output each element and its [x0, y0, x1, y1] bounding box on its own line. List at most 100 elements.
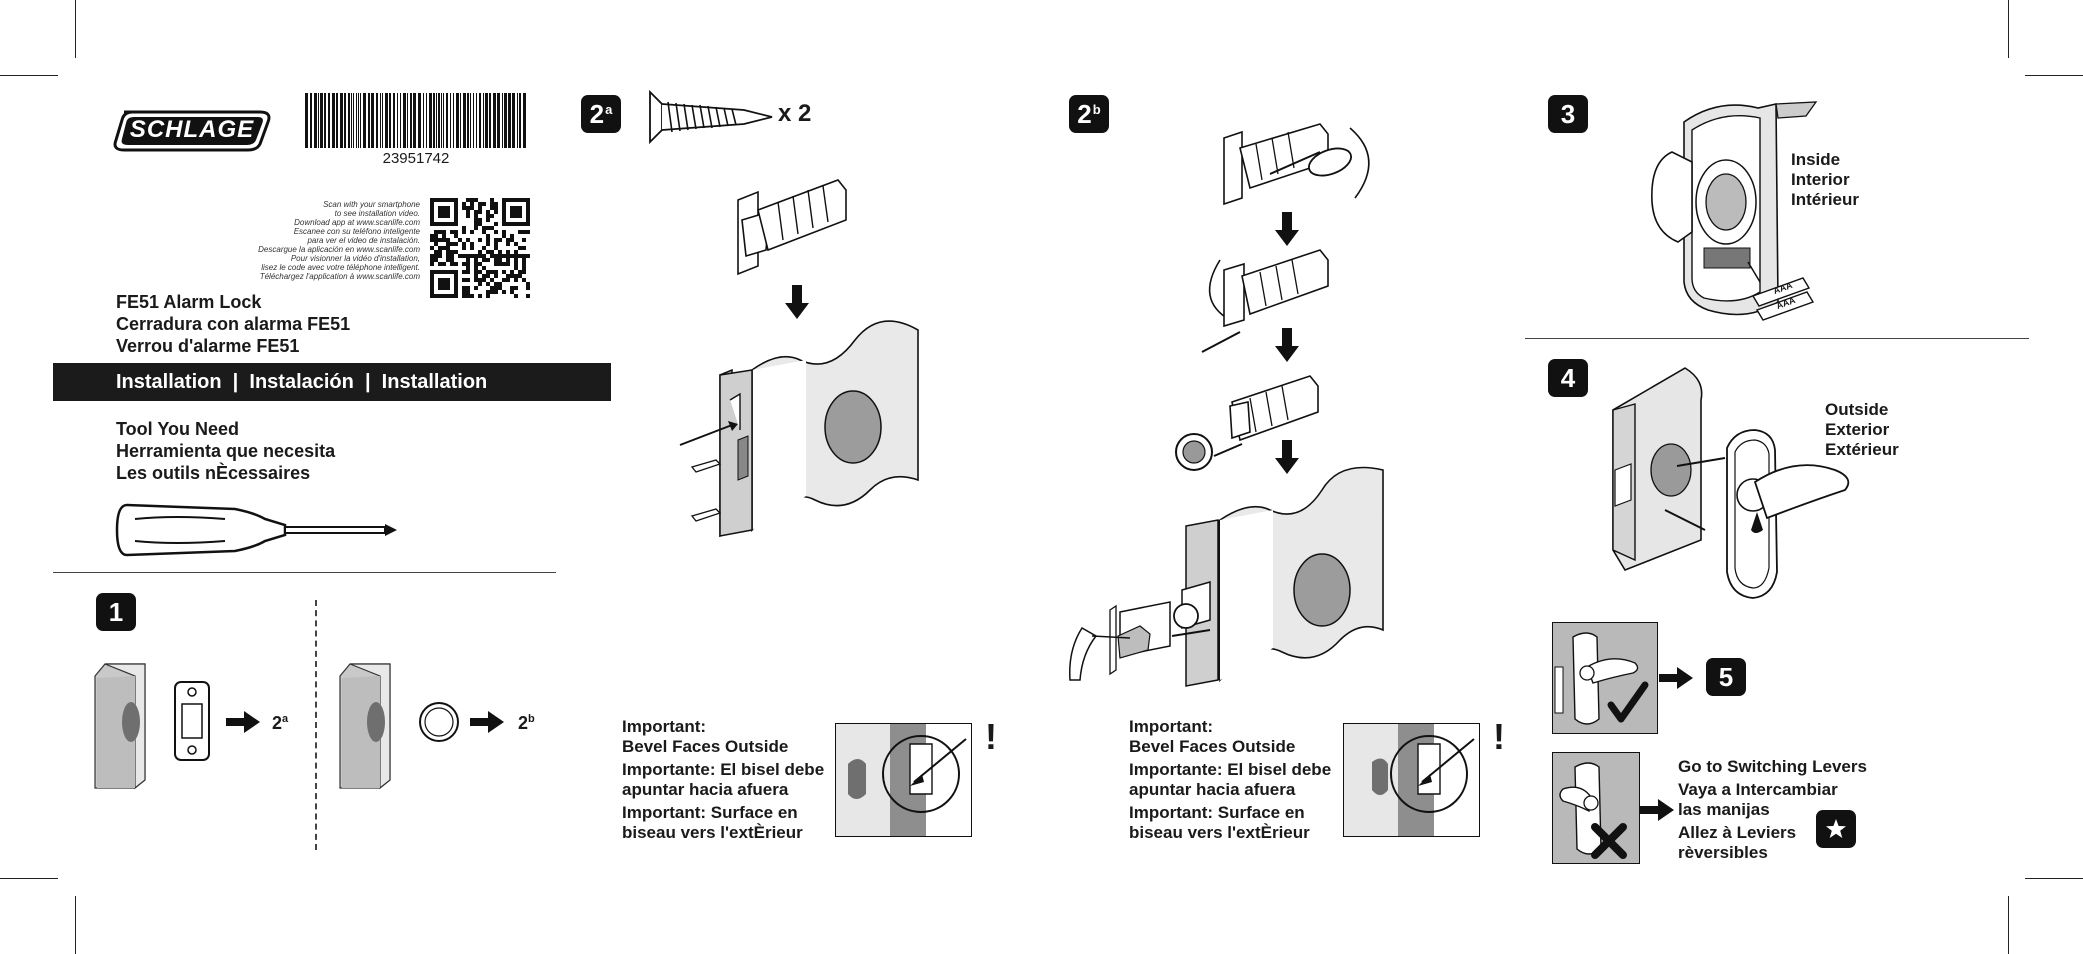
barcode — [305, 93, 527, 148]
outside-label: Outside Exterior Extérieur — [1825, 400, 1899, 460]
important-line: apuntar hacia afuera — [622, 780, 789, 799]
qr-line: lisez le code avec votre téléphone intel… — [261, 263, 420, 272]
switching-line: Go to Switching Levers — [1678, 757, 1867, 776]
door-edge-rounded — [94, 663, 146, 790]
qr-line: Descargue la aplicación en www.scanlife.… — [258, 245, 420, 254]
important-line: biseau vers l'extÈrieur — [622, 823, 803, 842]
important-line: Bevel Faces Outside — [622, 737, 789, 756]
arrow-right-icon — [1659, 667, 1693, 689]
qr-code[interactable] — [430, 198, 530, 298]
step-sup: b — [1092, 101, 1101, 117]
step-1-divider — [315, 600, 317, 850]
important-line: apuntar hacia afuera — [1129, 780, 1296, 799]
schlage-logo: SCHLAGE — [110, 108, 274, 152]
qr-line: to see installation video. — [334, 209, 420, 218]
goto-2b: 2b — [518, 708, 535, 734]
latch-adjust-step2 — [1201, 249, 1329, 353]
important-line: biseau vers l'extÈrieur — [1129, 823, 1310, 842]
latch-with-collar — [1175, 375, 1319, 471]
section-divider — [1525, 338, 2029, 339]
step-1-badge: 1 — [96, 593, 136, 631]
drive-in-collar — [419, 702, 459, 742]
step-number: 5 — [1718, 661, 1734, 692]
section-divider — [53, 572, 556, 573]
tools-heading: Tool You Need Herramienta que necesita L… — [116, 418, 335, 484]
step-5-badge: 5 — [1706, 658, 1746, 696]
step-number: 4 — [1560, 362, 1576, 393]
screwdriver-illustration — [115, 503, 397, 557]
goto-sup: b — [528, 713, 535, 725]
step-number: 3 — [1560, 98, 1576, 129]
outside-label-fr: Extérieur — [1825, 440, 1899, 459]
barcode-number: 23951742 — [382, 150, 450, 167]
warning-exclamation: ! — [1493, 716, 1505, 757]
qr-line: Scan with your smartphone — [323, 200, 420, 209]
qr-line: Pour visionner la vidéo d'installation, — [290, 254, 420, 263]
logo-text: SCHLAGE — [129, 116, 255, 143]
door-edge-drive-in — [339, 663, 391, 790]
qr-line: Téléchargez l'application à www.scanlife… — [259, 272, 420, 281]
switching-line: rèversibles — [1678, 843, 1768, 862]
outside-label-en: Outside — [1825, 400, 1889, 419]
important-line: Important: Surface en — [622, 803, 798, 822]
warning-exclamation: ! — [985, 716, 997, 757]
important-line: Bevel Faces Outside — [1129, 737, 1296, 756]
screw-icon — [649, 89, 773, 145]
crop-mark — [0, 75, 58, 76]
incorrect-orientation-card — [1552, 752, 1640, 864]
correct-orientation-card — [1552, 622, 1658, 734]
arrow-down-icon — [1275, 440, 1299, 474]
qr-line: Escanee con su teléfono inteligente — [293, 227, 420, 236]
important-line: Important: — [622, 717, 707, 736]
switching-levers-note: Go to Switching Levers Vaya a Intercambi… — [1678, 757, 1867, 863]
crop-mark — [75, 0, 76, 58]
crop-mark — [2008, 896, 2009, 954]
faceplate-rounded — [174, 681, 210, 761]
qr-line: Download app at www.scanlife.com — [294, 218, 420, 227]
important-line: Importante: El bisel debe — [622, 760, 825, 779]
inside-label-es: Interior — [1791, 170, 1850, 189]
inside-label-fr: Intérieur — [1791, 190, 1860, 209]
outside-label-es: Exterior — [1825, 420, 1890, 439]
important-note-2a: Important: Bevel Faces Outside Important… — [622, 717, 824, 843]
inside-label: Inside Interior Intérieur — [1791, 150, 1859, 210]
product-title: FE51 Alarm Lock Cerradura con alarma FE5… — [116, 291, 350, 357]
step-3-badge: 3 — [1548, 95, 1588, 133]
goto-sup: a — [282, 713, 289, 725]
outside-lever-install — [1612, 367, 1850, 599]
qr-line: para ver el video de instalación. — [307, 236, 420, 245]
product-title-es: Cerradura con alarma FE51 — [116, 314, 351, 334]
inside-escutcheon — [1651, 101, 1818, 316]
important-note-2b: Important: Bevel Faces Outside Important… — [1129, 717, 1331, 843]
arrow-down-icon — [1275, 328, 1299, 362]
switching-line: Vaya a Intercambiar — [1678, 780, 1838, 799]
tools-heading-fr: Les outils nÈcessaires — [116, 463, 311, 483]
product-title-fr: Verrou d'alarme FE51 — [116, 336, 300, 356]
screw-quantity: x 2 — [778, 100, 812, 127]
step-4-badge: 4 — [1548, 359, 1588, 397]
qr-instructions: Scan with your smartphone to see install… — [230, 200, 420, 281]
arrow-down-icon — [785, 285, 809, 319]
star-icon — [1826, 819, 1846, 838]
crop-mark — [0, 878, 58, 879]
step-number: 2 — [589, 98, 605, 129]
important-line: Important: — [1129, 717, 1214, 736]
door-2a — [679, 320, 919, 538]
switching-line: Allez à Leviers — [1678, 823, 1797, 842]
latch-assembly-2a — [737, 179, 847, 276]
door-2b — [1069, 466, 1384, 687]
switching-line: las manijas — [1678, 800, 1770, 819]
latch-adjust-step1 — [1223, 123, 1370, 206]
step-number: 2 — [1077, 98, 1092, 129]
goto-2a: 2a — [272, 708, 288, 734]
goto-number: 2 — [518, 713, 529, 733]
product-title-en: FE51 Alarm Lock — [116, 292, 262, 312]
crop-mark — [2025, 75, 2083, 76]
bevel-detail-2b — [1343, 723, 1480, 837]
tools-heading-es: Herramienta que necesita — [116, 441, 336, 461]
arrow-down-icon — [1275, 212, 1299, 246]
star-badge — [1816, 810, 1856, 848]
bevel-detail-2a — [835, 723, 972, 837]
